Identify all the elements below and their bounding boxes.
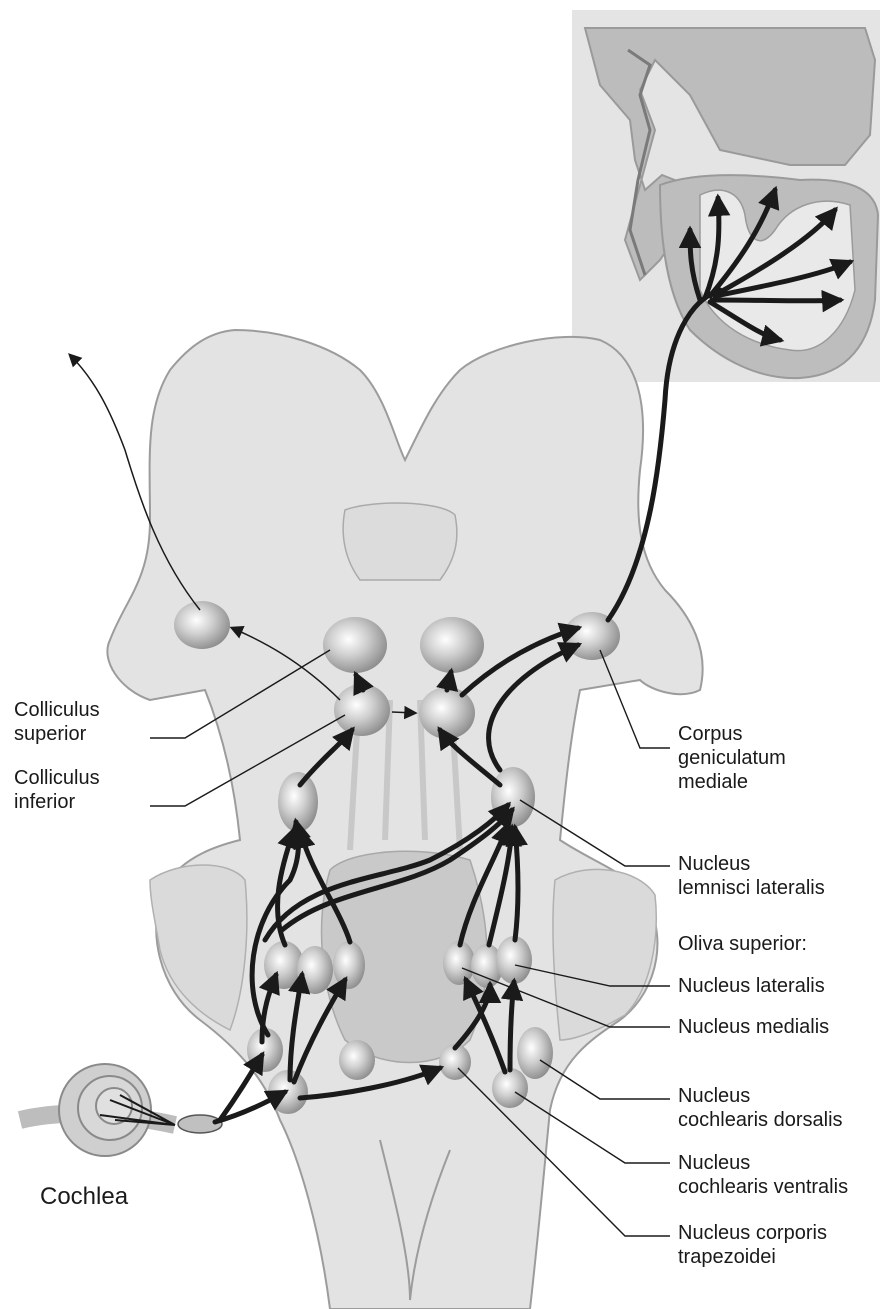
label-colliculus-superior: Colliculus superior	[14, 698, 100, 746]
label-oliva-superior: Oliva superior:	[678, 932, 807, 956]
pathway-colliculus-left-to-right	[392, 712, 415, 713]
label-corpus-geniculatum: Corpus geniculatum mediale	[678, 722, 786, 794]
oliva-medialis-right	[443, 941, 475, 985]
colliculus-inferior-right	[419, 687, 475, 739]
label-line: Oliva superior:	[678, 932, 807, 956]
label-cochlea: Cochlea	[40, 1185, 128, 1209]
label-line: Nucleus medialis	[678, 1015, 829, 1039]
corpus-geniculatum-right	[564, 612, 620, 660]
corporis-trapezoidei-left	[339, 1040, 375, 1080]
pathway-radiation-6	[712, 300, 840, 301]
pathway-ganglion-to-ventral	[220, 1055, 262, 1120]
label-line: inferior	[14, 790, 100, 814]
colliculus-superior-right	[420, 617, 484, 673]
label-line: cochlearis ventralis	[678, 1175, 848, 1199]
label-line: Nucleus	[678, 1084, 843, 1108]
label-line: Cochlea	[40, 1185, 128, 1209]
label-line: Colliculus	[14, 698, 100, 722]
label-line: mediale	[678, 770, 786, 794]
label-line: Nucleus lateralis	[678, 974, 825, 998]
colliculus-superior-left	[323, 617, 387, 673]
label-line: trapezoidei	[678, 1245, 827, 1269]
brainstem-outline	[107, 330, 702, 1309]
label-line: Nucleus corporis	[678, 1221, 827, 1245]
label-colliculus-inferior: Colliculus inferior	[14, 766, 100, 814]
label-line: lemnisci lateralis	[678, 876, 825, 900]
label-nucleus-cochlearis-dorsalis: Nucleus cochlearis dorsalis	[678, 1084, 843, 1132]
cerebellar-peduncle-right	[553, 869, 656, 1040]
label-line: geniculatum	[678, 746, 786, 770]
label-line: Nucleus	[678, 852, 825, 876]
label-line: Nucleus	[678, 1151, 848, 1175]
cochlea-illustration	[20, 1064, 222, 1156]
label-line: Colliculus	[14, 766, 100, 790]
oliva-medialis-left-2	[333, 941, 365, 989]
label-nucleus-lateralis: Nucleus lateralis	[678, 974, 825, 998]
corpus-geniculatum-left	[174, 601, 230, 649]
label-nucleus-cochlearis-ventralis: Nucleus cochlearis ventralis	[678, 1151, 848, 1199]
label-nucleus-medialis: Nucleus medialis	[678, 1015, 829, 1039]
label-nucleus-lemnisci-lateralis: Nucleus lemnisci lateralis	[678, 852, 825, 900]
auditory-cortex-inset	[572, 10, 880, 382]
cochlearis-ventralis-right	[492, 1068, 528, 1108]
cerebellar-peduncle-left	[150, 865, 247, 1030]
midbrain-aqueduct	[343, 503, 457, 580]
label-line: Corpus	[678, 722, 786, 746]
label-line: superior	[14, 722, 100, 746]
label-line: cochlearis dorsalis	[678, 1108, 843, 1132]
cochlearis-dorsalis-right	[517, 1027, 553, 1079]
label-nucleus-corporis-trapezoidei: Nucleus corporis trapezoidei	[678, 1221, 827, 1269]
oliva-lateralis-right-2	[496, 936, 532, 984]
brainstem	[107, 330, 702, 1309]
